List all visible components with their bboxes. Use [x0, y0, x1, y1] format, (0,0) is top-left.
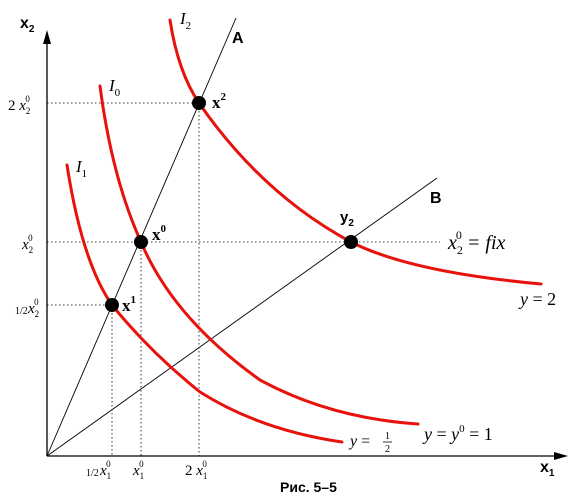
isoquant-i2-label: I2 — [179, 9, 191, 32]
y-axis-label: x2 — [20, 15, 35, 35]
isoquant-i1-curve — [65, 163, 344, 444]
point-x2-dot — [192, 96, 206, 110]
point-x0-label: x0 — [152, 223, 167, 244]
guide-lines — [47, 102, 440, 456]
x-tick-x1: x10 — [132, 459, 144, 481]
isoquant-i0-curve — [98, 84, 420, 426]
isoquants — [65, 18, 543, 444]
x-tick-2x1: 2 x10 — [185, 459, 207, 481]
isoquant-i2-curve — [168, 18, 543, 286]
point-y2-label: y2 — [340, 209, 354, 229]
y-tick-x2: x20 — [21, 233, 33, 255]
point-y2-dot — [344, 235, 358, 249]
y-tick-labels: 2 x20 x20 1/2 x20 — [8, 94, 39, 319]
rays — [46, 17, 438, 457]
level-label-y2: y = 2 — [518, 289, 556, 309]
figure-caption: Рис. 5–5 — [280, 479, 337, 495]
y-tick-2x2: 2 x20 — [8, 94, 30, 116]
point-x1-label: x1 — [122, 294, 136, 315]
x-tick-halfx1-frac: 1/2 — [86, 468, 99, 479]
point-x1-dot — [105, 298, 119, 312]
ray-a-label: A — [232, 30, 244, 47]
isoquant-i1-label: I1 — [75, 157, 87, 180]
axes — [43, 30, 568, 460]
level-label-yhalf-num: 1 — [385, 431, 390, 442]
isoquant-i0-label: I0 — [108, 76, 121, 99]
x-tick-halfx1: x10 — [99, 459, 111, 481]
y-tick-halfx2: x20 — [27, 297, 39, 319]
x-axis-label: x1 — [540, 459, 555, 479]
level-label-y1: y = y0 = 1 — [422, 423, 493, 444]
level-label-yhalf: y = — [348, 433, 370, 450]
ray-b-label: B — [430, 190, 442, 207]
level-label-yhalf-den: 2 — [385, 444, 390, 455]
y-tick-halfx2-frac: 1/2 — [15, 306, 28, 317]
x-tick-labels: 1/2 x10 x10 2 x10 — [86, 459, 207, 481]
point-x0-dot — [134, 235, 148, 249]
x-axis-arrow — [554, 452, 568, 460]
point-x2-label: x2 — [212, 91, 227, 112]
fix-label: x20 = fix — [447, 228, 506, 257]
points — [105, 96, 358, 312]
y-axis-arrow — [43, 30, 51, 44]
